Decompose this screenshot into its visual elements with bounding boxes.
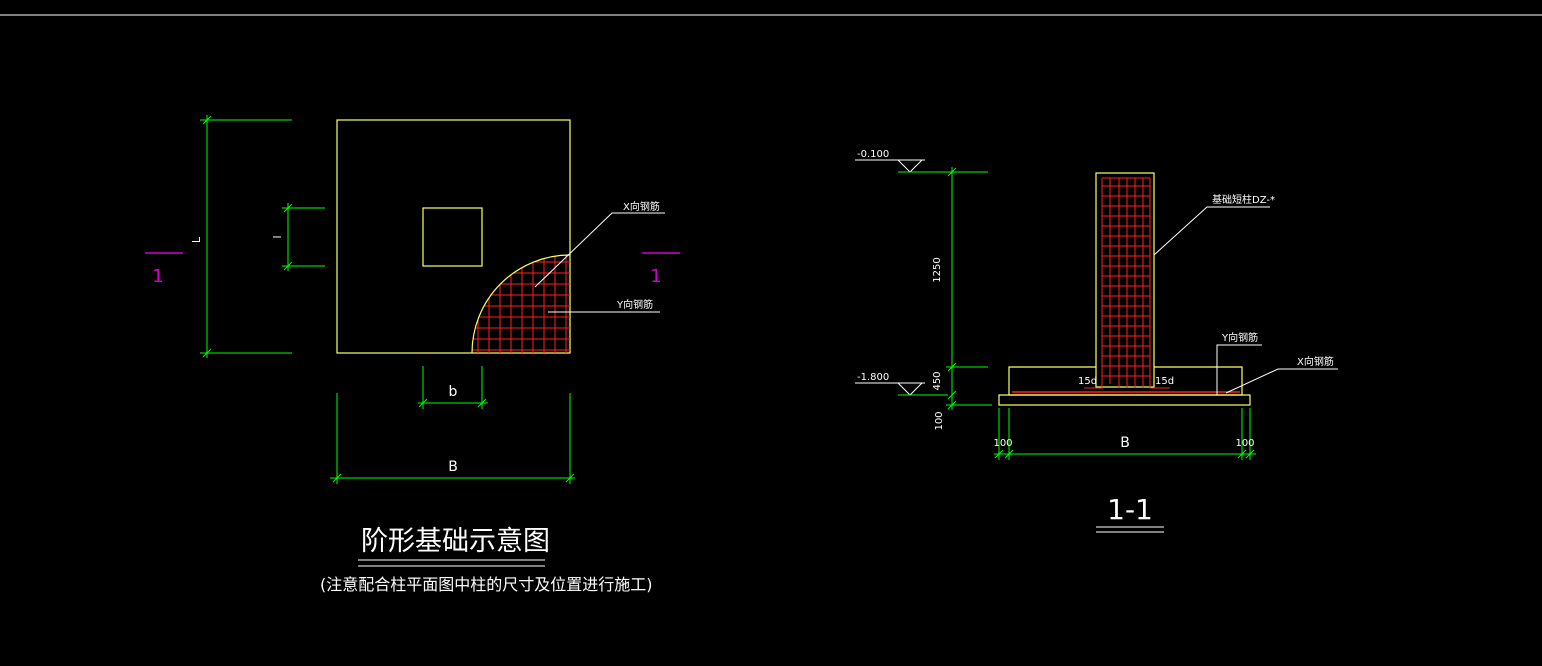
plan-dim-column-width-label: b [449,384,458,400]
section-vertical-dims [946,167,992,410]
plan-dim-column-length-label: l [271,235,284,238]
plan-x-rebar-label: X向钢筋 [623,200,660,213]
y-rebar-leader [1216,344,1262,395]
plan-x-rebar-leader [534,212,665,288]
section-mark-left: 1 [152,266,163,287]
elevation-marker-bottom [855,382,948,396]
elevation-marker-top [855,159,988,173]
plan-dim-length [200,115,292,358]
section-y-rebar-label: Y向钢筋 [1221,331,1258,344]
dim-column-height-label: 1250 [932,257,943,282]
x-rebar-leader [1225,368,1338,394]
section-column-rebar [1084,177,1170,389]
section-view: 15d 15d 基础短柱DZ-* Y向钢筋 X向钢筋 -0.100 -1.800 [855,149,1338,533]
section-title: 1-1 [1107,493,1153,526]
section-mark-right: 1 [650,266,661,287]
plan-subtitle: (注意配合柱平面图中柱的尺寸及位置进行施工) [320,575,653,594]
elevation-bottom-label: -1.800 [857,372,889,383]
plan-dim-length-label: L [190,236,203,243]
column-label: 基础短柱DZ-* [1212,193,1275,206]
section-column-outline [1095,172,1155,388]
anchor-left-label: 15d [1078,376,1097,387]
anchor-right-label: 15d [1155,376,1174,387]
plan-view: X向钢筋 Y向钢筋 L l b [145,115,680,594]
dim-left-offset-label: 100 [993,438,1012,449]
plan-dim-width [330,393,575,484]
section-footing-outline [1008,366,1243,396]
elevation-top-label: -0.100 [857,149,889,160]
column-label-leader [1153,206,1270,256]
dim-cushion-label: 100 [934,411,945,430]
dim-footing-height-label: 450 [932,371,943,390]
plan-rebar-arc [471,254,571,354]
plan-column-outline [422,207,483,267]
section-horizontal-dims [994,408,1256,460]
dim-right-offset-label: 100 [1235,438,1254,449]
plan-dim-column-width [418,366,488,409]
plan-title: 阶形基础示意图 [361,526,550,557]
plan-dim-column-length [282,203,325,271]
section-x-rebar-label: X向钢筋 [1297,355,1334,368]
dim-section-width-label: B [1120,435,1130,451]
section-cushion-outline [998,394,1251,406]
plan-dim-width-label: B [448,459,458,475]
plan-footing-outline [336,119,571,354]
plan-y-rebar-label: Y向钢筋 [616,298,653,311]
